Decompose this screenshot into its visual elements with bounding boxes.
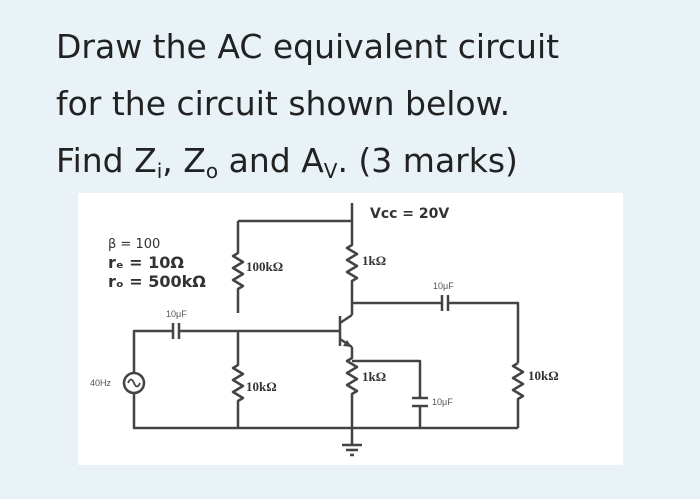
ro-param-label: rₒ = 500kΩ [108,272,206,291]
re-param-label: rₑ = 10Ω [108,253,184,272]
r2-label: 10kΩ [246,379,277,394]
zi-subscript: i [156,159,163,183]
beta-label: β = 100 [108,237,161,252]
bjt-collector-leg [339,313,353,325]
input-wire [132,329,238,373]
emitter-cap-plates [412,396,428,408]
find-text: Find Z [56,141,157,180]
emitter-cap-label: 10μF [432,397,453,407]
input-cap-label: 10μF [166,309,187,319]
r1-label: 100kΩ [246,259,284,274]
ground-rail [132,393,518,430]
ac-source-symbol [122,371,146,395]
question-line-1: Draw the AC equivalent circuit [56,27,560,66]
output-wire [352,301,520,363]
ground-symbol [342,443,362,457]
emitter-cap-wire [352,359,422,428]
input-cap-plates [171,323,181,339]
re-resistor-label: 1kΩ [362,369,387,384]
question-line-3: Find Zi, Zo and AV. (3 marks) [56,132,676,200]
marks-text: . (3 marks) [337,141,518,180]
r1-resistor [231,221,245,313]
re-resistor [345,347,359,428]
zo-subscript: o [205,159,219,183]
output-cap-label: 10μF [433,281,454,291]
zo-text: , Z [162,141,206,180]
rc-resistor [345,221,359,303]
circuit-schematic [122,203,525,457]
rl-resistor [511,361,525,428]
r2-resistor [231,331,245,428]
question-line-2: for the circuit shown below. [56,84,511,123]
source-freq-label: 40Hz [90,378,112,388]
circuit-diagram: β = 100 rₑ = 10Ω rₒ = 500kΩ Vcc = 20V 10… [78,193,623,465]
vcc-label: Vcc = 20V [370,206,450,222]
bjt-arrow [343,340,352,347]
av-subscript: V [323,159,338,183]
av-text: and A [218,141,324,180]
output-cap-plates [440,295,450,311]
question-text: Draw the AC equivalent circuit for the c… [56,18,676,200]
ac-source-wave [127,378,141,388]
rl-label: 10kΩ [528,368,559,383]
rc-label: 1kΩ [362,253,387,268]
